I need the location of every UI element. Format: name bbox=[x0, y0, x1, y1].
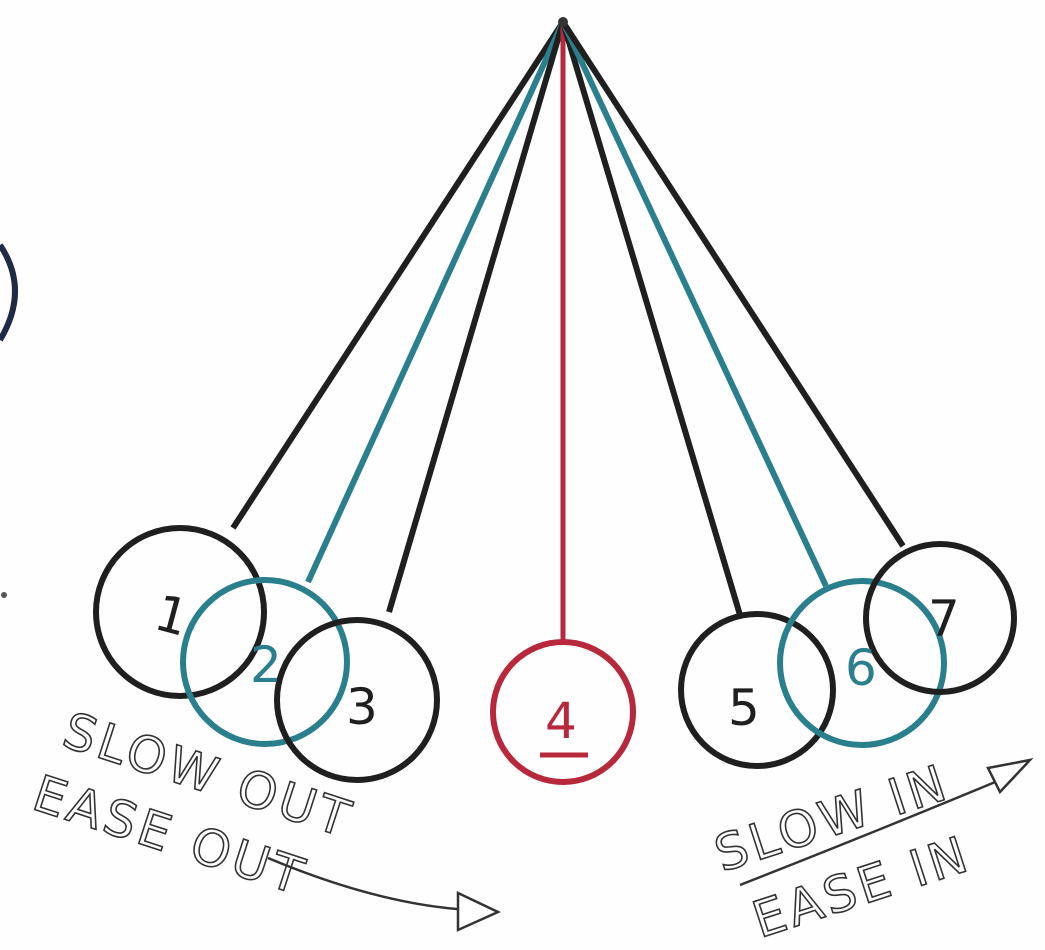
string-7 bbox=[560, 20, 906, 548]
slow-out-arrow-line bbox=[267, 856, 471, 912]
bob-6-number: 6 bbox=[845, 639, 877, 697]
string-2 bbox=[305, 20, 566, 584]
string-1 bbox=[230, 20, 566, 530]
pendulum-strings bbox=[230, 20, 906, 642]
bob-numbers: 1 2 3 4 5 6 7 bbox=[149, 584, 960, 758]
bob-6 bbox=[777, 578, 947, 748]
slow-out-arrowhead bbox=[456, 891, 501, 932]
bob-2-number: 2 bbox=[250, 636, 282, 694]
slow-in-label-group: SLOW IN EASE IN bbox=[707, 752, 1034, 950]
string-6 bbox=[560, 20, 829, 588]
bob-7 bbox=[863, 541, 1017, 695]
bob-1 bbox=[93, 525, 267, 699]
string-3 bbox=[386, 21, 566, 613]
bob-7-number: 7 bbox=[928, 590, 960, 648]
pivot-point bbox=[558, 17, 568, 27]
pendulum-bobs bbox=[93, 525, 1017, 785]
bob-2 bbox=[180, 577, 350, 747]
bob-5-number: 5 bbox=[728, 679, 760, 737]
string-5 bbox=[560, 21, 743, 616]
edge-arc-fragment bbox=[0, 243, 18, 342]
edge-speck bbox=[1, 592, 7, 598]
slow-in-arrow-line bbox=[739, 778, 1001, 887]
slow-in-arrowhead bbox=[986, 758, 1034, 795]
bob-3 bbox=[274, 617, 440, 783]
bob-5 bbox=[678, 611, 836, 769]
bob-3-number: 3 bbox=[346, 678, 378, 736]
bob-4-number: 4 bbox=[545, 692, 577, 750]
bob-4 bbox=[490, 639, 636, 785]
